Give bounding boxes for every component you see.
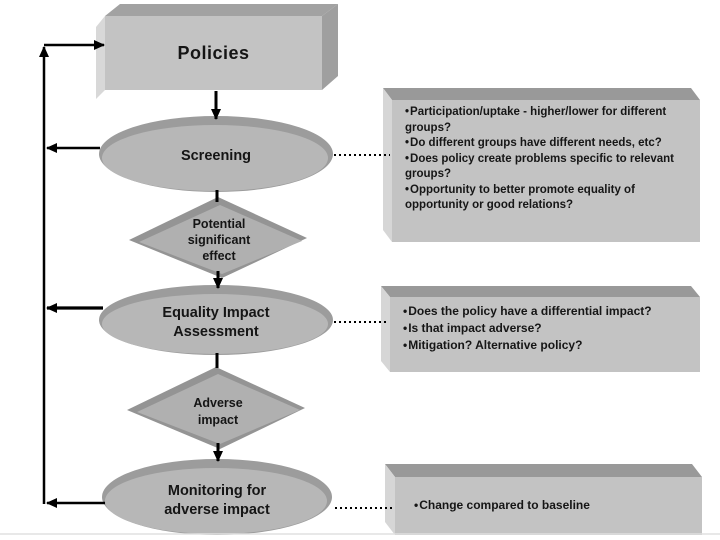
monitoring-ellipse [102,459,332,535]
screening-label-text: Screening [180,148,252,164]
eqia-note-item-text: Mitigation? Alternative policy? [408,338,583,352]
eqia-line-2: Assessment [173,324,259,340]
eqia-note-box-front-face [390,297,700,372]
screening-note-box-front-face [392,100,700,242]
screening-note-box [383,88,700,242]
policies-label-text: Policies [177,42,250,63]
potential-effect-diamond [129,197,307,278]
monitoring-note-box [385,464,702,535]
potential-line-3: effect [202,249,236,263]
screening-note-text: •Participation/uptake - higher/lower for… [405,105,695,214]
screening-note-item: •Does policy create problems specific to… [405,152,695,183]
monitoring-line-1: Monitoring for [167,483,267,499]
policies-label: Policies [105,16,322,90]
policies-box-left-face [96,16,105,99]
screening-note-item-text: Does policy create problems specific to … [405,152,674,181]
policies-box-right-face [322,4,338,90]
bullet-glyph: • [405,106,410,118]
policies-box-top-face [105,4,338,16]
potential-effect-label: Potential significant effect [158,212,280,268]
potential-line-1: Potential [192,217,246,231]
monitoring-note-text: •Change compared to baseline [414,477,694,535]
monitoring-label: Monitoring for adverse impact [128,480,306,522]
screening-note-item-text: Do different groups have different needs… [410,137,662,149]
bullet-glyph: • [405,183,410,196]
adverse-line-2: impact [197,413,239,427]
eqia-note-item: •Mitigation? Alternative policy? [403,337,693,354]
monitoring-note-box-left-face [385,464,395,535]
eqia-note-text: •Does the policy have a differential imp… [403,303,693,354]
eqia-ellipse-face [102,294,328,354]
bullet-glyph: • [403,304,408,318]
bullet-glyph: • [403,338,408,352]
bullet-glyph: • [403,321,408,335]
policies-box-front-face [105,16,322,90]
eqia-note-box [381,286,700,372]
eqia-note-box-top-face [381,286,700,297]
eqia-note-item: •Is that impact adverse? [403,320,693,337]
screening-note-item-text: Participation/uptake - higher/lower for … [405,106,667,134]
eqia-line-1: Equality Impact [162,305,270,321]
monitoring-note-item: •Change compared to baseline [414,498,590,514]
screening-note-item-text: Opportunity to better promote equality o… [405,183,635,212]
eqia-ellipse [99,285,333,355]
adverse-impact-diamond-face [137,374,300,444]
eqia-note-box-left-face [381,286,390,372]
eqia-note-item-text: Does the policy have a differential impa… [408,304,652,318]
monitoring-line-2: adverse impact [164,502,270,518]
monitoring-note-box-front-face [395,477,702,535]
adverse-impact-label: Adverse impact [168,392,268,432]
screening-note-box-left-face [383,88,392,242]
monitoring-note-box-top-face [385,464,702,477]
policies-box [96,4,338,99]
bullet-glyph: • [405,152,410,165]
adverse-impact-diamond [127,367,305,449]
eqia-label: Equality Impact Assessment [116,297,316,349]
monitoring-note-item-text: Change compared to baseline [419,498,590,513]
screening-note-item: •Do different groups have different need… [405,136,695,152]
screening-note-box-top-face [383,88,700,100]
monitoring-ellipse-face [105,468,327,534]
eqia-note-item: •Does the policy have a differential imp… [403,303,693,320]
screening-ellipse-face [102,125,328,191]
eqia-note-item-text: Is that impact adverse? [408,321,542,335]
potential-effect-diamond-face [139,205,302,274]
screening-note-item: •Participation/uptake - higher/lower for… [405,105,695,136]
screening-ellipse [99,116,333,192]
bullet-glyph: • [414,498,419,513]
screening-label: Screening [100,122,332,190]
adverse-line-1: Adverse [193,396,243,410]
bullet-glyph: • [405,137,410,149]
screening-note-item: •Opportunity to better promote equality … [405,183,695,214]
potential-line-2: significant [187,233,251,247]
